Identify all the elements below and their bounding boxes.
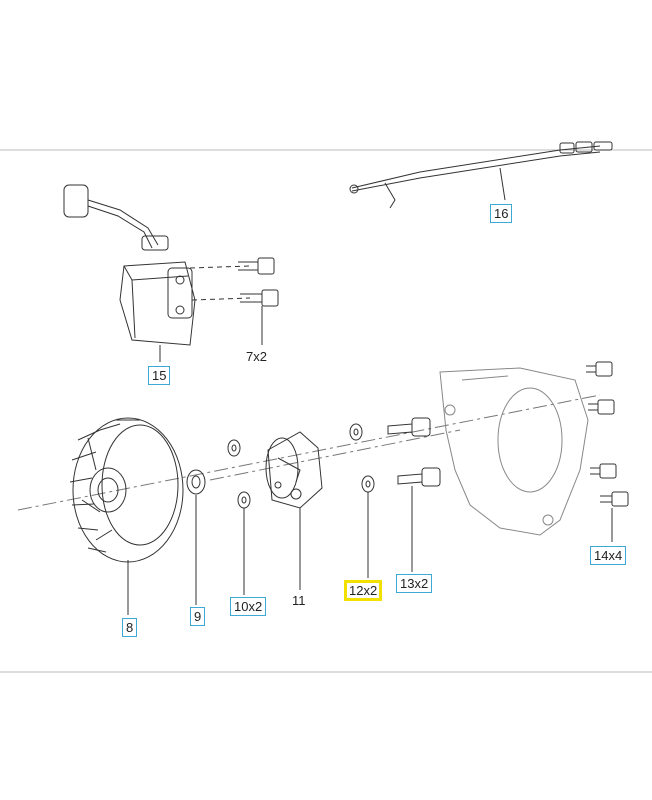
- callout-part-7: 7x2: [246, 349, 267, 364]
- bolts-13: [387, 417, 441, 572]
- starter-hub: [265, 431, 323, 590]
- screws-14: [586, 361, 629, 542]
- coil-screws: [189, 257, 279, 345]
- callout-part-16: 16: [490, 204, 513, 223]
- callout-part-11: 11: [292, 593, 306, 608]
- callout-part-13: 13x2: [396, 574, 433, 593]
- callout-part-14: 14x4: [590, 546, 627, 565]
- starter-housing: [439, 367, 589, 536]
- washers-10: [227, 439, 251, 595]
- assembly-axis: [17, 394, 601, 511]
- callout-part-8: 8: [122, 618, 138, 637]
- flywheel: [69, 417, 184, 615]
- ignition-coil: [63, 184, 196, 362]
- assembly-axis-2: [209, 429, 461, 481]
- callout-part-15: 15: [148, 366, 171, 385]
- callout-part-9: 9: [190, 607, 206, 626]
- wiring-harness: [349, 141, 613, 209]
- washers-12: [349, 423, 375, 578]
- callout-part-12: 12x2: [344, 580, 383, 601]
- callout-part-10: 10x2: [230, 597, 267, 616]
- flywheel-nut: [186, 469, 206, 605]
